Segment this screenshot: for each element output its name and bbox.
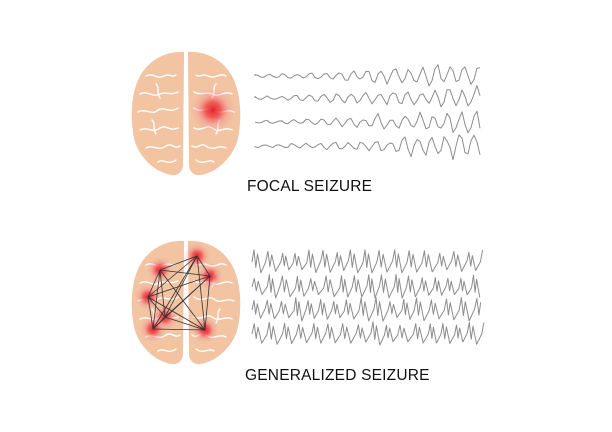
network-connection-line bbox=[152, 269, 161, 330]
generalized-eeg-trace bbox=[251, 296, 482, 322]
focal-hotspot-icon bbox=[191, 88, 235, 132]
network-connection-line bbox=[196, 255, 206, 331]
generalized-eeg-trace bbox=[251, 249, 484, 274]
network-connection-line bbox=[147, 269, 161, 298]
network-connection-line bbox=[147, 275, 211, 298]
network-connection-line bbox=[164, 255, 198, 318]
focal-eeg-traces bbox=[254, 64, 481, 161]
network-connection-line bbox=[147, 296, 206, 331]
network-connection-line bbox=[147, 296, 166, 318]
generalized-eeg-trace bbox=[251, 274, 481, 299]
focal-eeg-trace bbox=[254, 85, 481, 108]
focal-panel bbox=[131, 51, 481, 176]
network-connection-line bbox=[152, 275, 211, 330]
generalized-panel bbox=[131, 240, 485, 365]
network-connection-line bbox=[152, 255, 198, 330]
focal-eeg-trace bbox=[254, 134, 481, 161]
network-connection-line bbox=[164, 316, 206, 331]
network-connection-line bbox=[159, 255, 198, 271]
network-connection-line bbox=[147, 255, 198, 298]
focal-eeg-trace bbox=[254, 64, 481, 87]
generalized-eeg-trace bbox=[251, 321, 485, 346]
focal-seizure-label: FOCAL SEIZURE bbox=[247, 178, 373, 195]
network-connection-line bbox=[159, 269, 166, 318]
network-connection-line bbox=[147, 296, 154, 330]
generalized-network-lines bbox=[147, 255, 211, 331]
network-connection-line bbox=[152, 328, 206, 331]
generalized-seizure-label: GENERALIZED SEIZURE bbox=[245, 367, 430, 384]
network-connection-line bbox=[159, 269, 211, 277]
network-connection-line bbox=[196, 255, 211, 277]
focal-eeg-trace bbox=[254, 110, 481, 134]
generalized-eeg-traces bbox=[251, 249, 485, 346]
network-connection-line bbox=[204, 275, 211, 331]
network-connection-line bbox=[152, 316, 166, 330]
network-connection-line bbox=[159, 269, 206, 331]
